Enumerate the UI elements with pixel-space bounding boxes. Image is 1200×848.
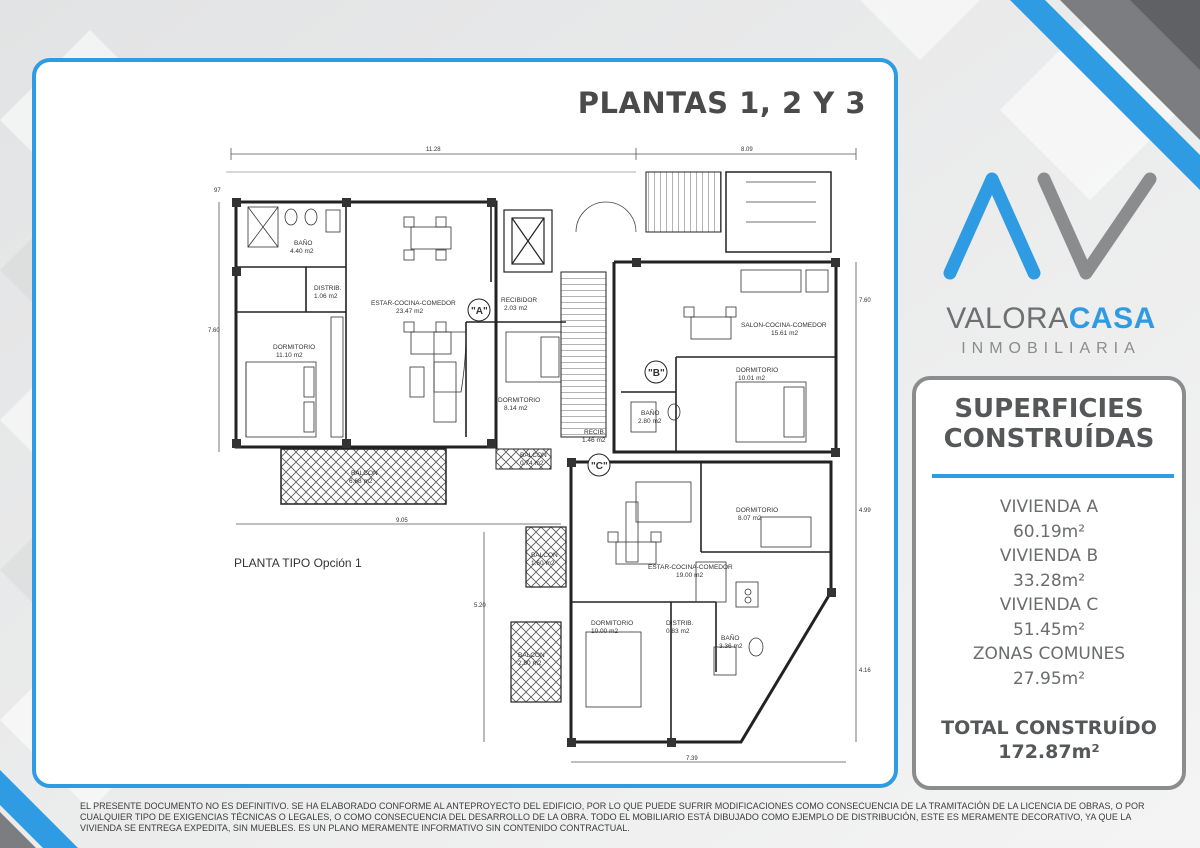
brand-subtitle: INMOBILIARIA: [961, 340, 1141, 357]
surface-label: ZONAS COMUNES: [972, 644, 1126, 664]
panel-divider: [932, 474, 1174, 478]
unit-a-marker: "A": [471, 306, 488, 317]
room-name: ESTAR-COCINA-COMEDOR: [648, 564, 733, 571]
room-name: DISTRIB.: [314, 285, 342, 292]
room-area: 8.07 m2: [738, 515, 762, 522]
room-area: 1.60 m2: [531, 560, 555, 567]
surface-value: 33.28m²: [1012, 570, 1086, 591]
room-area: 1.46 m2: [582, 437, 606, 444]
dim-label: 7.39: [686, 756, 698, 762]
room-name: ESTAR-COCINA-COMEDOR: [371, 300, 456, 307]
av-logo-icon: [943, 172, 1157, 280]
room-name: SALON-COCINA-COMEDOR: [741, 322, 827, 329]
room-area: 1.06 m2: [314, 293, 338, 300]
panel-title-line2: CONSTRUÍDAS: [943, 424, 1155, 454]
disclaimer-text: EL PRESENTE DOCUMENTO NO ES DEFINITIVO. …: [80, 801, 1145, 833]
panel-title: SUPERFICIES CONSTRUÍDAS: [916, 394, 1182, 454]
room-area: 15.61 m2: [771, 330, 798, 337]
surface-value: 60.19m²: [1012, 521, 1086, 542]
total-label: TOTAL CONSTRUÍDO: [941, 717, 1157, 739]
panel-title-line1: SUPERFICIES: [954, 394, 1144, 424]
brand-name: VALORACASA: [944, 302, 1158, 336]
plan-caption: PLANTA TIPO Opción 1: [234, 556, 362, 570]
brand-name-part2: CASA: [1068, 302, 1156, 335]
room-area: 0.83 m2: [666, 628, 690, 635]
floor-plan-frame: PLANTAS 1, 2 Y 3 11.28 8.09 97 7.60: [32, 58, 898, 788]
room-name: BAÑO: [294, 238, 312, 247]
dim-label: 4.99: [859, 508, 871, 514]
room-name: DORMITORIO: [736, 367, 778, 374]
dim-label: 11.28: [426, 147, 441, 153]
room-name: BALCON: [351, 470, 378, 477]
room-name: BAÑO: [721, 633, 739, 642]
room-name: DORMITORIO: [498, 397, 540, 404]
surface-label: VIVIENDA A: [999, 497, 1099, 517]
room-area: 2.80 m2: [638, 418, 662, 425]
surface-label: VIVIENDA B: [999, 546, 1099, 566]
room-name: DORMITORIO: [736, 507, 778, 514]
dim-label: 7.60: [208, 328, 220, 334]
dim-label: 4.16: [859, 668, 871, 674]
room-area: 11.10 m2: [276, 352, 303, 359]
plan-title: PLANTAS 1, 2 Y 3: [577, 86, 866, 120]
room-name: RECIBIDOR: [501, 297, 537, 304]
room-area: 4.40 m2: [290, 248, 314, 255]
brand-name-part1: VALORA: [946, 302, 1069, 335]
room-name: RECIB.: [584, 429, 606, 436]
dim-label: 8.09: [741, 147, 753, 153]
dim-label: 7.60: [859, 298, 871, 304]
unit-b-marker: "B": [648, 368, 665, 379]
surface-value: 51.45m²: [1012, 619, 1086, 640]
room-name: BALCON: [531, 552, 558, 559]
dim-label: 9.05: [396, 518, 408, 524]
surfaces-list: VIVIENDA A 60.19m² VIVIENDA B 33.28m² VI…: [916, 495, 1182, 691]
surface-label: VIVIENDA C: [999, 595, 1099, 615]
total-value: 172.87m²: [998, 741, 1100, 763]
room-name: DORMITORIO: [273, 344, 315, 351]
room-area: 10.01 m2: [738, 375, 765, 382]
room-area: 0.74 m2: [520, 460, 544, 467]
surfaces-panel: SUPERFICIES CONSTRUÍDAS VIVIENDA A 60.19…: [912, 376, 1186, 790]
room-name: DORMITORIO: [591, 620, 633, 627]
room-name: BALCON: [518, 652, 545, 659]
room-area: 2.03 m2: [504, 305, 528, 312]
room-area: 23.47 m2: [396, 308, 423, 315]
room-area: 2.80 m2: [518, 660, 542, 667]
room-area: 3.36 m2: [719, 643, 743, 650]
floor-plan-drawing: 11.28 8.09 97 7.60: [208, 147, 871, 763]
room-name: BALCON: [520, 452, 547, 459]
room-area: 6.68 m2: [349, 478, 373, 485]
room-area: 10.00 m2: [591, 628, 618, 635]
room-area: 19.00 m2: [676, 572, 703, 579]
room-name: BAÑO: [641, 408, 659, 417]
surface-value: 27.95m²: [1012, 668, 1086, 689]
room-name: DISTRIB.: [666, 620, 694, 627]
dim-label: 97: [214, 188, 221, 194]
unit-c-marker: "C": [591, 461, 608, 472]
room-area: 8.14 m2: [504, 405, 528, 412]
dim-label: 5.20: [474, 603, 486, 609]
